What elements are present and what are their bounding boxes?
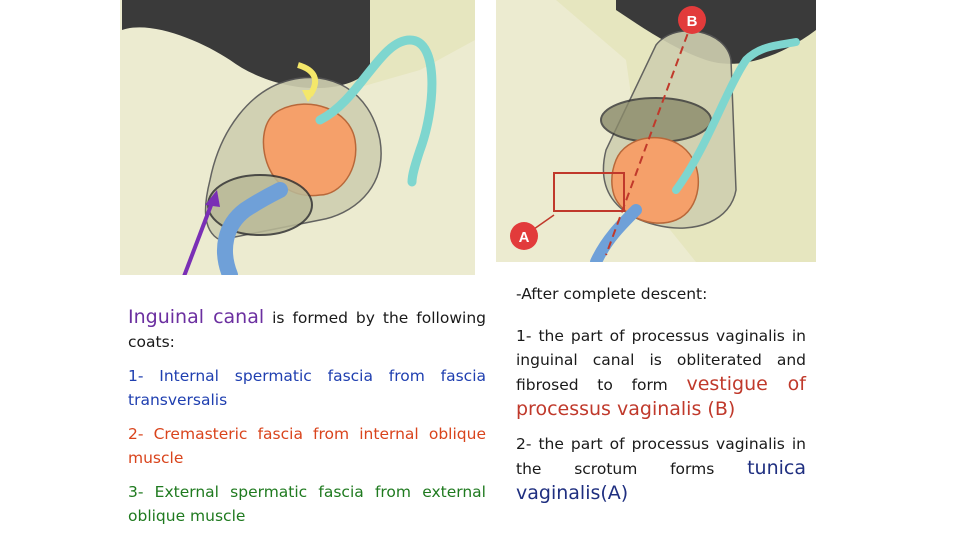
tunica-vaginalis-term: tunica vaginalis(A) [516, 457, 806, 504]
coat-item-3: 3- External spermatic fascia from extern… [128, 483, 486, 525]
left-text-block: Inguinal canal is formed by the followin… [128, 305, 486, 538]
label-a-text: A [519, 229, 530, 246]
blue-cord [217, 182, 288, 275]
descent-item-1-text: 1- the part of processus vaginalis in in… [516, 327, 806, 394]
label-b-text: B [687, 13, 698, 30]
teal-vas-deferens [315, 35, 437, 187]
label-b-marker [678, 6, 706, 34]
figure-right-after-descent: B A [496, 0, 816, 262]
descent-arrow-head [302, 90, 316, 102]
right-text-block: -After complete descent: 1- the part of … [516, 282, 806, 516]
purple-pointer-head [205, 190, 220, 207]
descent-item-2: 2- the part of processus vaginalis in th… [516, 432, 806, 506]
tissue-region [496, 0, 696, 262]
coat-item-2: 2- Cremasteric fascia from internal obli… [128, 425, 486, 467]
label-a-marker [510, 222, 538, 250]
purple-pointer-line [182, 199, 215, 275]
teal-vas-deferens [672, 38, 800, 194]
coats-heading-rest: is formed by the following coats: [128, 309, 486, 351]
inguinal-canal-term: Inguinal canal [128, 306, 265, 328]
dashed-reference-line [605, 21, 693, 256]
testis [611, 136, 700, 224]
coat-item-1: 1- Internal spermatic fascia from fascia… [128, 367, 486, 409]
vestigue-term: vestigue of processus vaginalis (B) [516, 373, 806, 420]
figure-left-inguinal-canal [120, 0, 475, 275]
descent-item-1: 1- the part of processus vaginalis in in… [516, 324, 806, 422]
tunica-highlight-box [553, 172, 625, 212]
after-descent-heading: -After complete descent: [516, 285, 708, 303]
descent-item-2-text: 2- the part of processus vaginalis in th… [516, 435, 806, 478]
coats-heading: Inguinal canal is formed by the followin… [128, 305, 486, 354]
